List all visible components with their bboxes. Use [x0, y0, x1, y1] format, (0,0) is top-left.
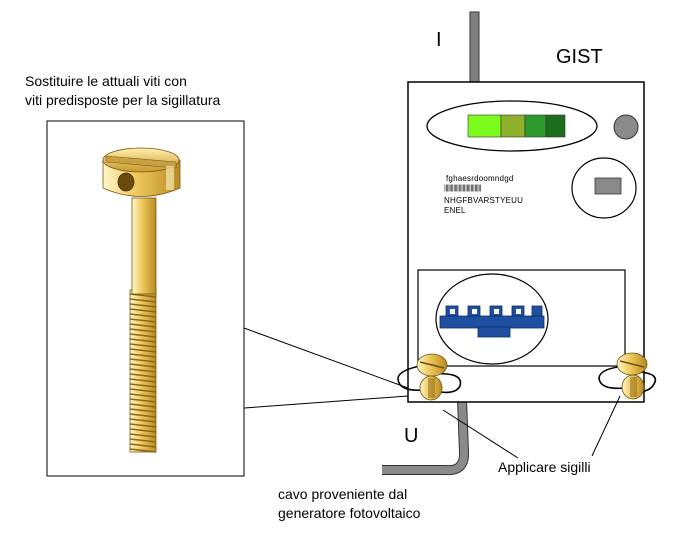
- output-terminal-label: U: [404, 425, 419, 447]
- screw-thread: [129, 443, 157, 448]
- screw-thread: [129, 368, 157, 373]
- seals-note: Applicare sigilli: [498, 459, 591, 475]
- screw-thread: [129, 448, 157, 453]
- screw-note-line1: Sostituire le attuali viti con: [25, 73, 187, 89]
- screw-thread: [129, 348, 157, 353]
- screw-thread: [129, 403, 157, 408]
- reset-button-window: [594, 177, 622, 195]
- screw-thread: [129, 433, 157, 438]
- cable-note-line1: cavo proveniente dal: [278, 486, 408, 502]
- led-indicator: [613, 114, 639, 140]
- left-sealing-screw: [416, 353, 448, 401]
- screw-note-line2: viti predisposte per la sigillatura: [25, 92, 221, 108]
- screw-thread: [129, 303, 157, 308]
- terminal-screws: [450, 309, 521, 314]
- screw-thread: [129, 388, 157, 393]
- screw-thread: [129, 323, 157, 328]
- display-bar-4: [545, 114, 566, 138]
- cable-note-line2: generatore fotovoltaico: [278, 505, 421, 521]
- screw-thread: [129, 363, 157, 368]
- display-bar-2: [500, 114, 526, 138]
- display-bar-3: [524, 114, 547, 138]
- screw-thread: [129, 383, 157, 388]
- screw-thread: [129, 408, 157, 413]
- screw-thread: [129, 308, 157, 313]
- input-cable: [469, 11, 480, 83]
- screw-thread: [129, 313, 157, 318]
- screw-thread: [129, 428, 157, 433]
- screw-thread: [129, 393, 157, 398]
- output-cable: [382, 399, 470, 476]
- screw-thread: [129, 358, 157, 363]
- screw-thread: [129, 333, 157, 338]
- meter-plate-line4: ENEL: [444, 206, 466, 215]
- screw-thread: [129, 398, 157, 403]
- screw-thread: [129, 373, 157, 378]
- zoom-line-bottom: [243, 395, 409, 409]
- zoom-line-top: [243, 327, 409, 389]
- screw-thread: [129, 438, 157, 443]
- seal-pointer-right: [591, 395, 621, 457]
- left-seal-wire: [397, 363, 462, 394]
- screw-thread: [129, 418, 157, 423]
- screw-thread: [129, 378, 157, 383]
- magnified-screw: [102, 147, 181, 453]
- screw-thread: [129, 343, 157, 348]
- display-bar-1: [467, 114, 502, 138]
- screw-thread: [129, 298, 157, 303]
- screw-thread: [129, 413, 157, 418]
- meter-plate-line3: NHGFBVARSTYEUU: [444, 196, 524, 205]
- screw-thread: [129, 318, 157, 323]
- right-sealing-screw: [616, 352, 648, 400]
- terminal-strip-base: [477, 326, 511, 338]
- meter-plate-barcode: ||||||||||||||||||||||||||||: [444, 185, 481, 192]
- screw-thread: [129, 293, 157, 298]
- seal-pointer-left: [442, 409, 519, 459]
- screw-thread: [129, 423, 157, 428]
- terminal-strip: [439, 315, 545, 329]
- meter-brand-label: GIST: [556, 46, 603, 68]
- screw-thread: [129, 338, 157, 343]
- meter-plate-line1: fghaesrdoomndgd: [446, 174, 514, 183]
- screw-thread: [129, 353, 157, 358]
- screw-thread: [129, 328, 157, 333]
- input-terminal-label: I: [436, 29, 442, 51]
